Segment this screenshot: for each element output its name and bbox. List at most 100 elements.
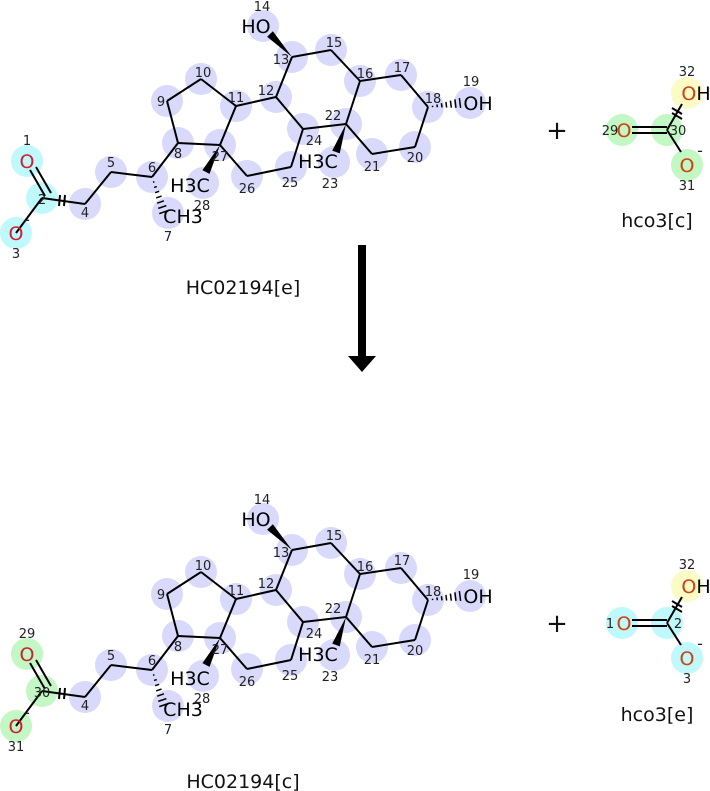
bond-c-oh (666, 596, 683, 624)
bond-24-12 (275, 589, 304, 623)
bond-27-8 (177, 142, 221, 146)
hash-bond-18-19 (458, 590, 462, 602)
bond-12-13 (275, 549, 293, 591)
hash-bond-6-7 (153, 678, 158, 682)
atom-number: 8 (174, 640, 182, 655)
bond-24-25 (290, 621, 304, 661)
bond-tick-mark (58, 687, 61, 700)
hash-bond-6-7 (159, 209, 169, 215)
wedge-bond-22-23 (332, 124, 346, 154)
atom-number: 31 (679, 179, 696, 194)
double-bond-line (29, 169, 46, 197)
bond-20-21 (371, 146, 416, 155)
bond-6-8 (151, 142, 179, 178)
methyl-label: H3C (170, 175, 210, 197)
bond-27-8 (177, 635, 221, 639)
compound-label-hco3-c: hco3[c] (621, 210, 692, 232)
double-bond-line (35, 659, 52, 687)
hash-bond-18-19 (445, 101, 448, 108)
compound-label-hc02194-e: HC02194[e] (186, 277, 301, 299)
atom-number: 9 (157, 588, 165, 603)
bond-9-10 (166, 571, 202, 595)
atom-number: 12 (258, 577, 275, 592)
bond-a2-a3 (15, 690, 43, 727)
atom-number: 16 (357, 560, 374, 575)
atom-number: 25 (282, 176, 299, 191)
atom-highlight-3 (671, 642, 703, 674)
atom-highlight-23 (318, 146, 350, 178)
bond-11-27 (219, 105, 237, 146)
atom-number: 32 (679, 65, 696, 80)
atom-highlight-29 (11, 638, 43, 670)
bond-17-18 (400, 74, 429, 108)
atom-number: 28 (194, 199, 211, 214)
atom-highlight-28 (187, 660, 219, 692)
methyl-label: CH3 (163, 206, 203, 228)
bond-10-11 (200, 78, 237, 107)
wedge-bond-27-28 (202, 145, 220, 174)
atom-number: 20 (407, 644, 424, 659)
bond-25-26 (246, 659, 292, 670)
bond-20-21 (371, 639, 416, 648)
atom-highlight-19 (454, 87, 486, 119)
atom-highlight-32 (671, 77, 703, 109)
hash-bond-18-19 (445, 594, 448, 601)
wedge-bond-22-23 (332, 617, 346, 647)
atom-number: 18 (425, 585, 442, 600)
bond-21-22 (345, 123, 373, 155)
bond-16-17 (359, 567, 402, 575)
hash-bond-6-7 (156, 693, 165, 697)
bond-21-22 (345, 616, 373, 648)
oxygen-label: O (20, 151, 35, 173)
bond-18-20 (414, 599, 429, 641)
hash-bond-6-7 (159, 702, 169, 708)
bond-5-6 (110, 664, 153, 671)
atom-number: 26 (239, 182, 256, 197)
bond-tick-mark (58, 194, 61, 207)
bond-22-24 (302, 123, 347, 130)
atom-number: 15 (326, 36, 343, 51)
hash-bond-18-19 (440, 103, 443, 108)
bond-18-20 (414, 106, 429, 148)
bond-11-12 (235, 96, 277, 107)
atom-number: 1 (23, 134, 31, 149)
bond-16-22 (345, 80, 361, 125)
methyl-label: H3C (298, 644, 338, 666)
oxygen-label: O (20, 644, 35, 666)
atom-number: 22 (325, 602, 342, 617)
atom-number: 24 (306, 134, 323, 149)
compound-label-hc02194-c: HC02194[c] (186, 771, 299, 791)
bond-tick-mark (63, 687, 66, 700)
bond-25-26 (246, 166, 292, 177)
negative-charge: - (24, 210, 30, 229)
atom-highlight-7 (152, 197, 184, 229)
atom-highlight-19 (454, 580, 486, 612)
bond-tick-mark (671, 112, 683, 120)
atom-number: 21 (364, 653, 381, 668)
atom-number: 20 (407, 151, 424, 166)
bond-c-o (666, 129, 682, 153)
hydroxyl-label: HO (241, 509, 270, 531)
hydroxyl-label: OH (681, 576, 710, 598)
hydroxyl-label: OH (463, 586, 492, 608)
hash-bond-6-7 (157, 204, 167, 210)
bond-12-13 (275, 56, 293, 98)
arrow-head (348, 356, 376, 372)
hash-bond-18-19 (449, 593, 453, 601)
atom-number: 22 (325, 109, 342, 124)
atom-number: 2 (674, 617, 682, 632)
atom-number: 29 (19, 627, 36, 642)
bond-11-12 (235, 589, 277, 600)
atom-number: 28 (194, 692, 211, 707)
compound-label-hco3-e: hco3[e] (621, 704, 694, 726)
hash-bond-18-19 (449, 100, 453, 108)
atom-number: 11 (228, 91, 245, 106)
methyl-label: CH3 (163, 699, 203, 721)
plus-sign-top: + (546, 116, 568, 146)
atom-highlight-31 (671, 149, 703, 181)
double-bond-line (29, 662, 46, 690)
